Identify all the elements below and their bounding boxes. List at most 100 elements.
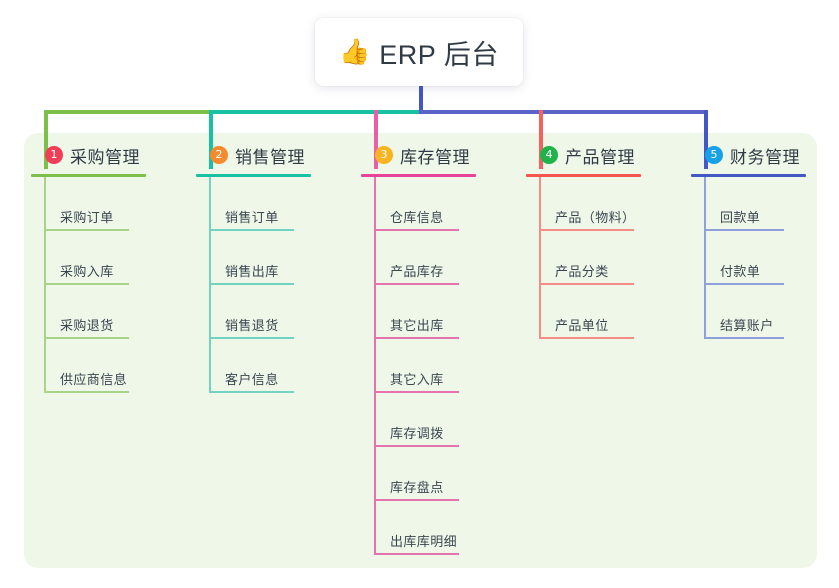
item-rule [374,283,459,285]
column-header-rule-4 [526,174,641,177]
thumbs-up-icon: 👍 [339,37,371,66]
column-3: 3 库存管理仓库信息产品库存其它出库其它入库库存调拨库存盘点出库库明细 [361,143,476,555]
column-badge-1: 1 [45,146,63,164]
column-items-2: 销售订单销售出库销售退货客户信息 [196,177,311,393]
item-rule [209,229,294,231]
item-rule [374,553,459,555]
item-label: 供应商信息 [60,372,128,387]
item-label: 回款单 [720,210,761,225]
column-items-5: 回款单付款单结算账户 [691,177,806,339]
list-item[interactable]: 产品（物料） [526,177,641,231]
column-header-rule-3 [361,174,476,177]
list-item[interactable]: 采购入库 [31,231,146,285]
column-badge-5: 5 [705,146,723,164]
list-item[interactable]: 销售退货 [196,285,311,339]
column-title-3: 库存管理 [400,147,470,167]
list-item[interactable]: 其它出库 [361,285,476,339]
item-label: 其它入库 [390,372,444,387]
column-spine-4 [539,177,541,339]
column-badge-2: 2 [210,146,228,164]
item-label: 库存盘点 [390,480,444,495]
item-rule [209,391,294,393]
item-rule [704,229,784,231]
item-label: 付款单 [720,264,761,279]
list-item[interactable]: 产品库存 [361,231,476,285]
column-title-5: 财务管理 [730,147,800,167]
list-item[interactable]: 采购退货 [31,285,146,339]
column-header-rule-5 [691,174,806,177]
column-items-1: 采购订单采购入库采购退货供应商信息 [31,177,146,393]
item-label: 客户信息 [225,372,279,387]
item-rule [539,229,634,231]
item-label: 仓库信息 [390,210,444,225]
connector-drop-4 [539,110,543,169]
column-title-4: 产品管理 [565,147,635,167]
item-label: 采购入库 [60,264,114,279]
connector-bar-left [44,110,209,114]
list-item[interactable]: 客户信息 [196,339,311,393]
item-rule [374,445,459,447]
list-item[interactable]: 库存调拨 [361,393,476,447]
connector-bar-mid [209,110,419,114]
item-label: 产品（物料） [555,210,636,225]
diagram-background-panel [24,133,817,568]
item-label: 销售出库 [225,264,279,279]
column-header-3[interactable]: 3 库存管理 [361,143,476,167]
item-rule [44,229,129,231]
root-node[interactable]: 👍 ERP 后台 [315,18,523,86]
column-header-4[interactable]: 4 产品管理 [526,143,641,167]
list-item[interactable]: 付款单 [691,231,806,285]
column-header-5[interactable]: 5 财务管理 [691,143,806,167]
list-item[interactable]: 产品分类 [526,231,641,285]
list-item[interactable]: 库存盘点 [361,447,476,501]
root-title: ERP 后台 [379,39,499,70]
list-item[interactable]: 回款单 [691,177,806,231]
column-spine-3 [374,177,376,555]
item-rule [44,337,129,339]
column-4: 4 产品管理产品（物料） 产品分类产品单位 [526,143,641,339]
connector-drop-3 [374,110,378,169]
column-header-rule-1 [31,174,146,177]
connector-root-stem [419,84,423,114]
column-badge-4: 4 [540,146,558,164]
item-label: 销售订单 [225,210,279,225]
item-label: 产品单位 [555,318,609,333]
column-badge-3: 3 [375,146,393,164]
item-label: 结算账户 [720,318,774,333]
list-item[interactable]: 采购订单 [31,177,146,231]
connector-bar-right [419,110,708,114]
item-label: 销售退货 [225,318,279,333]
connector-drop-5 [704,110,708,169]
column-spine-5 [704,177,706,339]
list-item[interactable]: 销售出库 [196,231,311,285]
list-item[interactable]: 销售订单 [196,177,311,231]
item-rule [539,283,634,285]
list-item[interactable]: 产品单位 [526,285,641,339]
item-label: 采购退货 [60,318,114,333]
list-item[interactable]: 出库库明细 [361,501,476,555]
item-rule [44,283,129,285]
list-item[interactable]: 结算账户 [691,285,806,339]
item-label: 产品库存 [390,264,444,279]
list-item[interactable]: 仓库信息 [361,177,476,231]
item-label: 采购订单 [60,210,114,225]
column-spine-2 [209,177,211,393]
list-item[interactable]: 其它入库 [361,339,476,393]
list-item[interactable]: 供应商信息 [31,339,146,393]
item-rule [704,283,784,285]
item-label: 出库库明细 [390,534,458,549]
item-rule [374,229,459,231]
connector-drop-2 [209,110,213,169]
column-items-3: 仓库信息产品库存其它出库其它入库库存调拨库存盘点出库库明细 [361,177,476,555]
column-items-4: 产品（物料） 产品分类产品单位 [526,177,641,339]
item-rule [209,337,294,339]
item-label: 产品分类 [555,264,609,279]
item-rule [374,337,459,339]
item-rule [704,337,784,339]
column-5: 5 财务管理回款单付款单结算账户 [691,143,806,339]
item-rule [374,499,459,501]
